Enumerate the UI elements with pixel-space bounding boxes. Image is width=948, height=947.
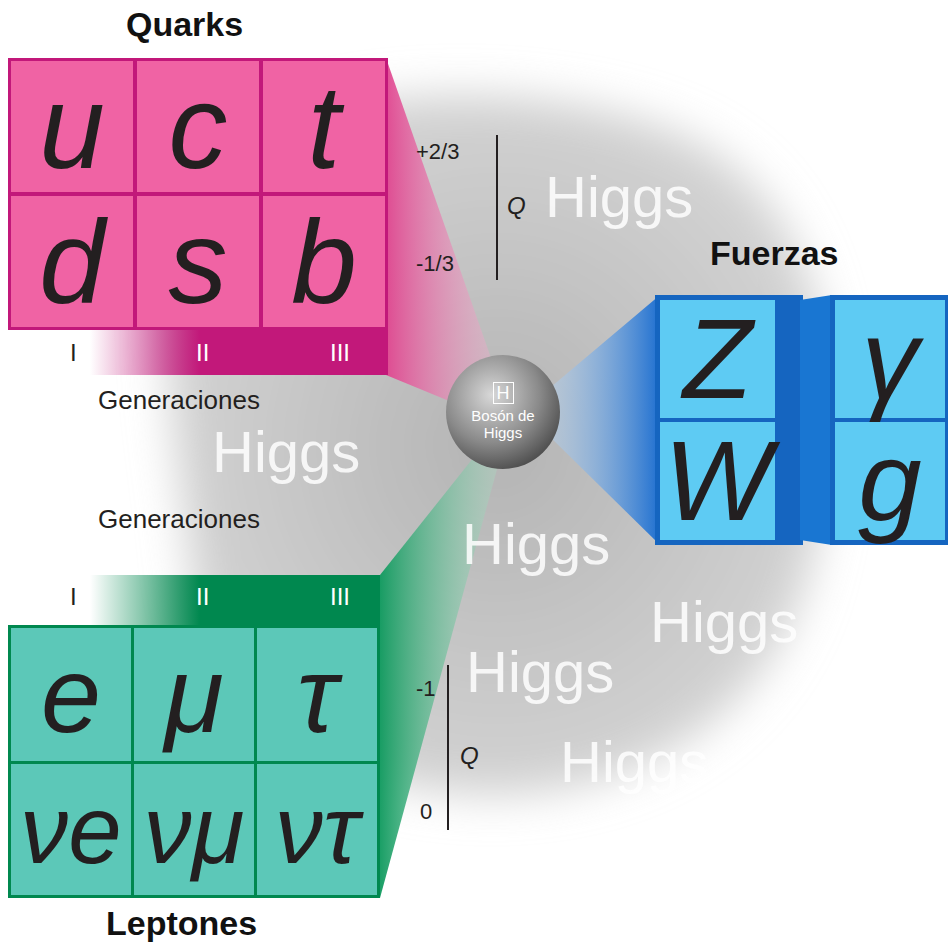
particle-symbol: g (858, 424, 921, 538)
group-heading: Fuerzas (710, 235, 839, 272)
watermark: Higgs (650, 590, 798, 654)
charge-value: -1/3 (416, 252, 454, 276)
particle-symbol: W (664, 424, 772, 538)
particle-symbol: ντ (275, 782, 359, 878)
higgs-circle: H Bosón de Higgs (446, 355, 560, 469)
charge-axis (496, 135, 498, 280)
particle-cell: W (660, 422, 775, 540)
watermark: Higgs (545, 165, 693, 229)
group-heading: Leptones (106, 905, 257, 942)
force-wedge (545, 295, 660, 545)
particle-symbol: γ (862, 302, 919, 416)
particle-cell: g (835, 422, 945, 540)
particle-cell: νe (11, 764, 131, 895)
watermark: Higgs (560, 730, 708, 794)
watermark: Higgs (462, 512, 610, 576)
force-block (830, 295, 948, 545)
particle-cell: e (11, 628, 131, 761)
lepton-group: Leptoneseμτνeνμντ (8, 625, 380, 898)
higgs-symbol: H (493, 382, 514, 404)
charge-symbol: Q (507, 193, 526, 219)
particle-cell: ντ (257, 764, 377, 895)
generation-number: II (196, 340, 209, 366)
quark-generation-band (90, 330, 388, 375)
higgs-ball (446, 355, 560, 469)
charge-symbol: Q (460, 743, 479, 769)
particle-cell: b (263, 196, 385, 327)
charge-value: +2/3 (416, 140, 459, 164)
particle-symbol: e (41, 641, 101, 749)
particle-symbol: b (291, 203, 357, 321)
particle-cell: νμ (134, 764, 254, 895)
charge-axis (447, 665, 449, 830)
particle-symbol: u (39, 68, 105, 186)
particle-symbol: νe (20, 782, 121, 878)
particle-symbol: s (169, 203, 228, 321)
particle-cell: s (137, 196, 259, 327)
force-group: FuerzasZγWg (655, 295, 948, 545)
particle-symbol: d (39, 203, 105, 321)
particle-cell: t (263, 61, 385, 192)
generation-number: I (70, 584, 77, 610)
particle-cell: τ (257, 628, 377, 761)
watermark: Higgs (466, 640, 614, 704)
particle-cell: c (137, 61, 259, 192)
grey-cloud (166, 95, 830, 795)
watermark: Higgs (212, 420, 360, 484)
higgs-name: Bosón de Higgs (460, 408, 546, 442)
charge-value: 0 (420, 800, 432, 824)
particle-cell: d (11, 196, 133, 327)
generation-number: III (330, 340, 350, 366)
particle-symbol: c (169, 68, 228, 186)
particle-symbol: Z (683, 302, 753, 416)
generation-heading: Generaciones (98, 505, 260, 534)
generation-heading: Generaciones (98, 386, 260, 415)
quark-group: Quarksuctdsb (8, 58, 388, 330)
generation-number: I (70, 340, 77, 366)
force-block (655, 295, 803, 545)
particle-cell: μ (134, 628, 254, 761)
particle-symbol: μ (164, 641, 223, 749)
generation-number: III (330, 584, 350, 610)
particle-symbol: t (308, 68, 341, 186)
particle-cell: u (11, 61, 133, 192)
particle-cell: Z (660, 300, 775, 418)
generation-number: II (196, 584, 209, 610)
particle-symbol: τ (297, 641, 337, 749)
lepton-generation-band (90, 575, 380, 625)
force-connector-block (800, 295, 832, 545)
particle-symbol: νμ (144, 782, 245, 878)
group-heading: Quarks (126, 6, 243, 43)
particle-cell: γ (835, 300, 945, 418)
charge-value: -1 (416, 677, 436, 701)
